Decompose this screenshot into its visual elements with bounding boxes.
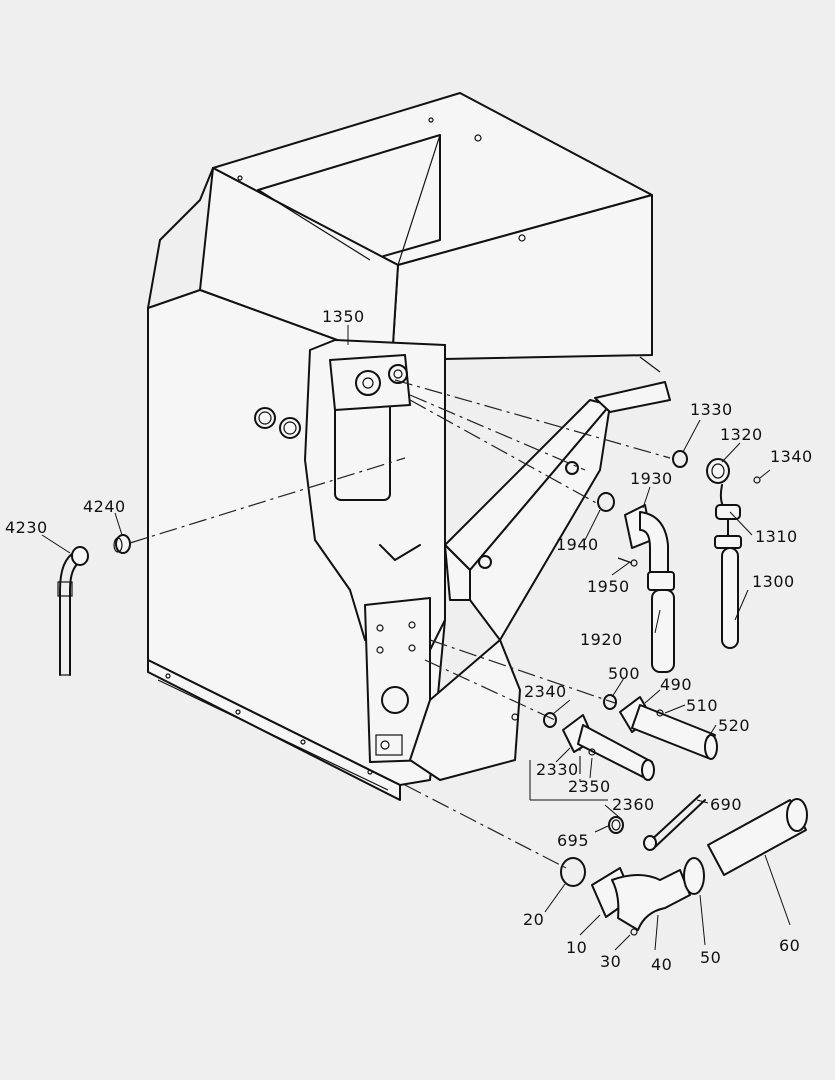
clamp-50: [683, 857, 705, 895]
label-20: 20: [523, 910, 544, 929]
label-690: 690: [710, 795, 742, 814]
center-lines: [129, 379, 671, 871]
pipe-520: [603, 694, 718, 760]
label-4230: 4230: [5, 518, 48, 537]
label-10: 10: [566, 938, 587, 957]
label-695: 695: [557, 831, 589, 850]
label-50: 50: [700, 948, 721, 967]
o-ring-2340: [543, 712, 557, 728]
label-30: 30: [600, 952, 621, 971]
label-1920: 1920: [580, 630, 623, 649]
o-ring-1330: [672, 450, 688, 468]
label-490: 490: [660, 675, 692, 694]
o-ring-20: [560, 857, 586, 887]
beam-foot: [409, 639, 521, 781]
label-1350: 1350: [322, 307, 365, 326]
support-beam: [409, 356, 671, 781]
hose-fitting-4230: [57, 546, 89, 676]
part-labels: 1350 1330 1320 1340 1930 1310 1940 1950 …: [5, 307, 813, 974]
elbow-1920: [597, 492, 675, 673]
outlet-assembly: [560, 798, 808, 936]
label-40: 40: [651, 955, 672, 974]
label-510: 510: [686, 696, 718, 715]
label-1320: 1320: [720, 425, 763, 444]
adapter-4240: [113, 534, 131, 554]
label-1310: 1310: [755, 527, 798, 546]
label-2350: 2350: [568, 777, 611, 796]
beam-bracket: [594, 381, 671, 413]
o-ring-1940: [597, 492, 615, 512]
hose-60: [707, 799, 807, 876]
label-2360: 2360: [612, 795, 655, 814]
label-1940: 1940: [556, 535, 599, 554]
label-1340: 1340: [770, 447, 813, 466]
label-2340: 2340: [524, 682, 567, 701]
fitting-695: [608, 816, 624, 834]
label-520: 520: [718, 716, 750, 735]
hose-1300: [706, 458, 761, 649]
label-2330: 2330: [536, 760, 579, 779]
label-1330: 1330: [690, 400, 733, 419]
elbow-40: [611, 869, 691, 931]
label-1950: 1950: [587, 577, 630, 596]
o-ring-500: [603, 694, 617, 710]
label-500: 500: [608, 664, 640, 683]
label-60: 60: [779, 936, 800, 955]
label-1930: 1930: [630, 469, 673, 488]
label-4240: 4240: [83, 497, 126, 516]
label-1300: 1300: [752, 572, 795, 591]
pipe-2330: [543, 712, 655, 781]
leader-lines: [41, 325, 791, 951]
tube-690: [643, 794, 706, 851]
hopper: [199, 92, 653, 361]
